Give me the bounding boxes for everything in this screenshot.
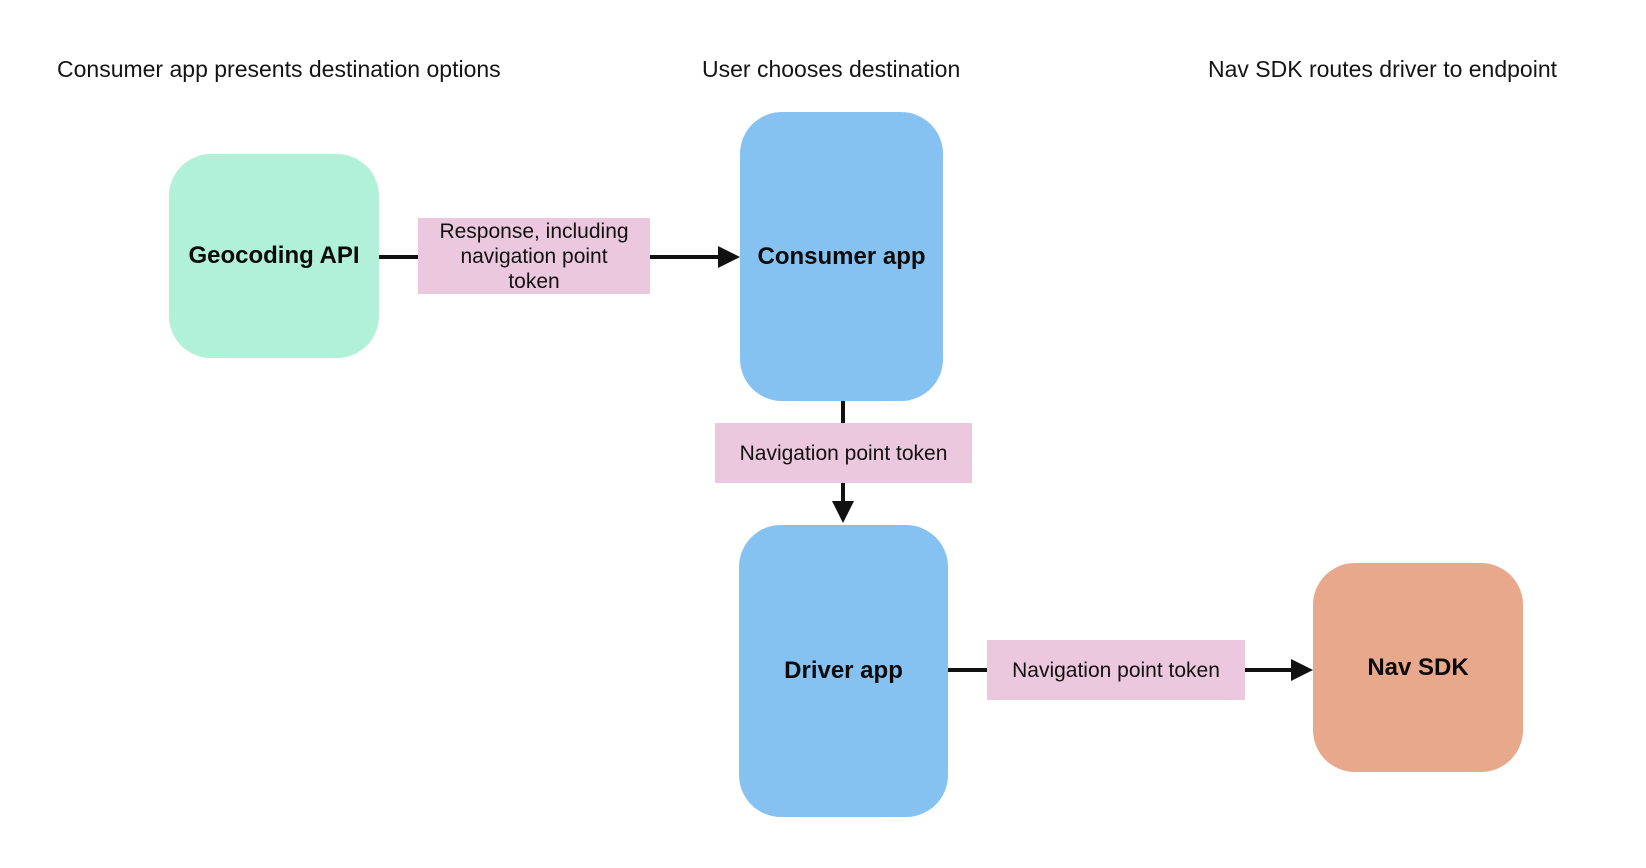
- arrowhead-right-icon: [718, 246, 740, 268]
- column-header-nav-sdk-routes: Nav SDK routes driver to endpoint: [1208, 56, 1558, 82]
- arrowhead-down-icon: [832, 501, 854, 523]
- edge-label-response-including-token: Response, including navigation point tok…: [418, 218, 650, 294]
- node-geocoding-api: Geocoding API: [169, 154, 379, 358]
- column-header-consumer-presents: Consumer app presents destination option…: [57, 56, 501, 82]
- arrowhead-right-icon: [1291, 659, 1313, 681]
- node-driver-app: Driver app: [739, 525, 948, 817]
- column-header-user-chooses: User chooses destination: [702, 56, 961, 82]
- node-nav-sdk: Nav SDK: [1313, 563, 1523, 772]
- edge-label-navigation-point-token-2: Navigation point token: [987, 640, 1245, 700]
- node-consumer-app: Consumer app: [740, 112, 943, 401]
- edge-label-navigation-point-token-1: Navigation point token: [715, 423, 972, 483]
